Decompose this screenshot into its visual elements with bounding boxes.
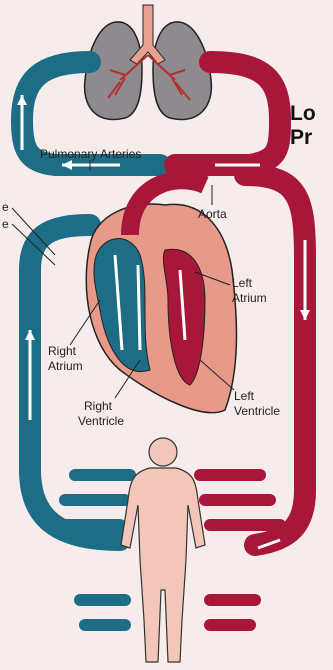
red-vessel-right-descending xyxy=(245,175,305,545)
label-left-ventricle-1: Left xyxy=(234,389,255,403)
label-left-atrium-1: Left xyxy=(232,276,253,290)
label-right-atrium-2: Atrium xyxy=(48,359,83,373)
heart-flow-arrow-right-up xyxy=(138,265,140,350)
label-left-atrium-2: Atrium xyxy=(232,291,267,305)
figure-body xyxy=(121,468,205,662)
label-right-atrium-1: Right xyxy=(48,344,77,358)
label-left-ventricle-2: Ventricle xyxy=(234,404,280,418)
label-pulmonary-arteries: Pulmonary Arteries xyxy=(40,147,141,161)
title-line-1: Lo xyxy=(290,102,316,125)
label-aorta: Aorta xyxy=(198,207,227,221)
label-right-ventricle-1: Right xyxy=(84,399,113,413)
figure-head xyxy=(149,438,177,466)
title-line-2: Pr xyxy=(290,126,312,149)
label-right-ventricle-2: Ventricle xyxy=(78,414,124,428)
label-cut-bottom: e xyxy=(2,217,9,231)
label-cut-top: e xyxy=(2,200,9,214)
lungs xyxy=(85,5,212,119)
